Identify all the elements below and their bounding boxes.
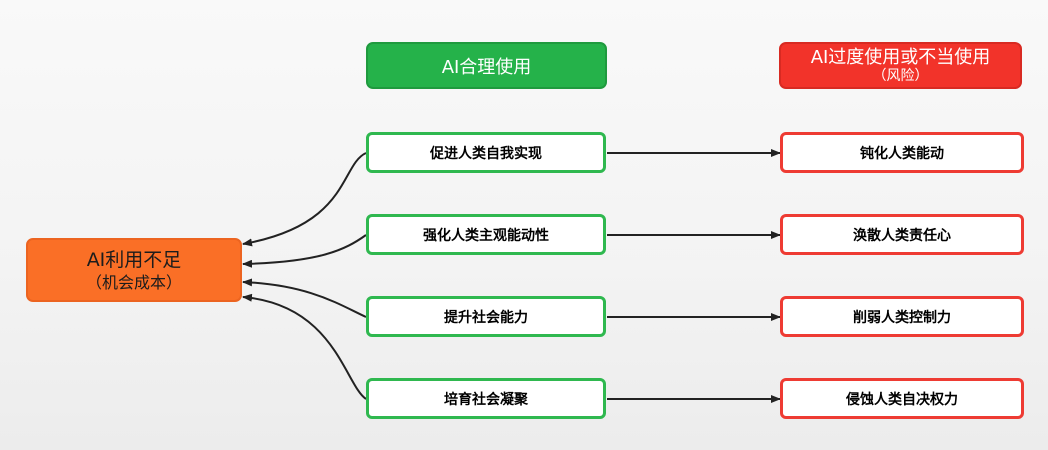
risk-box-1: 钝化人类能动 bbox=[780, 132, 1024, 173]
proper-use-header-label: AI合理使用 bbox=[441, 56, 532, 78]
improper-use-header-label: AI过度使用或不当使用 bbox=[810, 46, 991, 68]
proper-use-header: AI合理使用 bbox=[366, 42, 607, 89]
curve-benefit-3-to-underuse bbox=[242, 278, 367, 318]
benefit-box-3: 提升社会能力 bbox=[366, 296, 606, 337]
curve-benefit-4-to-underuse bbox=[242, 293, 367, 400]
risk-box-3: 削弱人类控制力 bbox=[780, 296, 1024, 337]
improper-use-header: AI过度使用或不当使用 （风险） bbox=[779, 42, 1022, 89]
curve-benefit-2-to-underuse bbox=[242, 234, 367, 268]
benefit-label-3: 提升社会能力 bbox=[444, 309, 528, 326]
underuse-label: AI利用不足 bbox=[86, 248, 182, 271]
risk-label-4: 侵蚀人类自决权力 bbox=[846, 391, 958, 408]
curve-benefit-1-to-underuse bbox=[242, 152, 367, 247]
benefit-label-1: 促进人类自我实现 bbox=[430, 145, 542, 162]
risk-box-4: 侵蚀人类自决权力 bbox=[780, 378, 1024, 419]
benefit-label-2: 强化人类主观能动性 bbox=[423, 227, 549, 244]
benefit-box-2: 强化人类主观能动性 bbox=[366, 214, 606, 255]
risk-label-3: 削弱人类控制力 bbox=[853, 309, 951, 326]
benefit-label-4: 培育社会凝聚 bbox=[444, 391, 528, 408]
risk-label-2: 涣散人类责任心 bbox=[853, 227, 951, 244]
improper-use-header-sublabel: （风险） bbox=[872, 67, 929, 84]
benefit-box-4: 培育社会凝聚 bbox=[366, 378, 606, 419]
benefit-box-1: 促进人类自我实现 bbox=[366, 132, 606, 173]
risk-label-1: 钝化人类能动 bbox=[860, 145, 944, 162]
underuse-box: AI利用不足 （机会成本） bbox=[26, 238, 242, 302]
risk-box-2: 涣散人类责任心 bbox=[780, 214, 1024, 255]
underuse-sublabel: （机会成本） bbox=[85, 272, 182, 292]
